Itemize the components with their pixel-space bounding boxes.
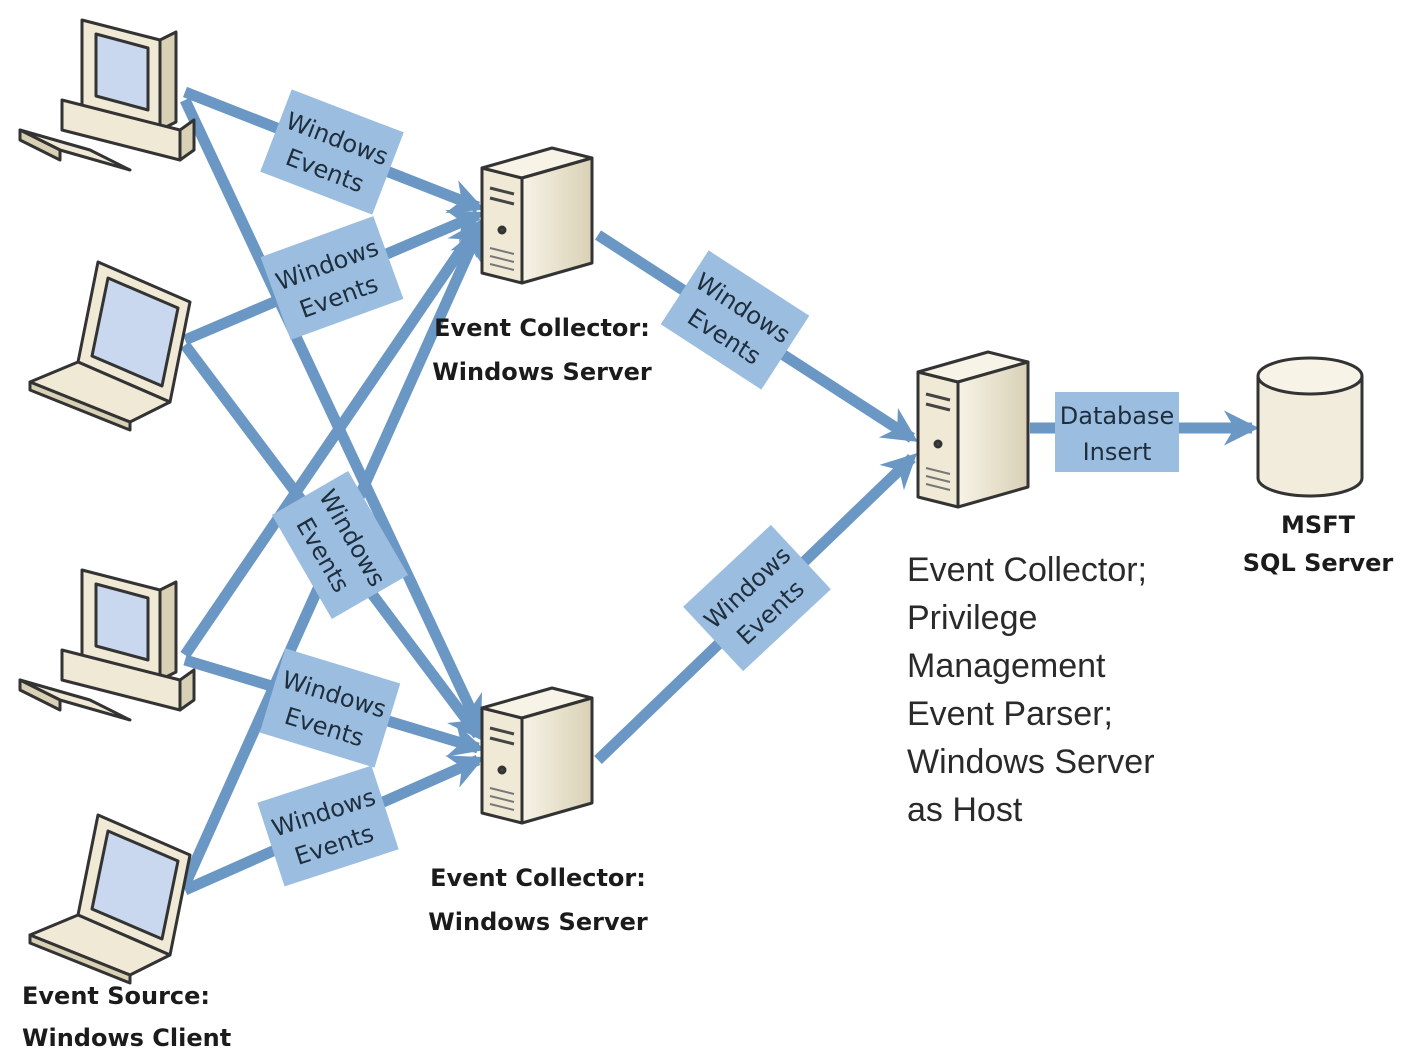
host-label-line3: Management	[907, 647, 1106, 685]
collector-bottom-label-line2: Windows Server	[428, 908, 648, 936]
laptop-icon	[28, 813, 192, 985]
collector-top-label: Event Collector: Windows Server	[432, 306, 652, 394]
edge-label-db-line2: Insert	[1083, 438, 1152, 466]
host-label-line1: Event Collector;	[907, 551, 1147, 589]
host-label-line5: Windows Server	[907, 743, 1155, 781]
collector-bottom-label-line1: Event Collector:	[430, 864, 646, 892]
server-tower-icon	[916, 350, 1030, 509]
server-tower-icon	[480, 686, 594, 825]
host-label-line2: Privilege	[907, 599, 1038, 637]
server-tower-icon	[480, 146, 594, 285]
edge-label-5: WindowsEvents	[257, 765, 399, 887]
edge-label-7: WindowsEvents	[683, 524, 831, 672]
edge-label-db-line1: Database	[1060, 402, 1175, 430]
sql-label-line1: MSFT	[1281, 511, 1355, 539]
host-label-line6: as Host	[907, 791, 1023, 829]
source-label-line2: Windows Client	[22, 1024, 232, 1052]
edge-label-1: WindowsEvents	[260, 89, 404, 215]
sql-label-line2: SQL Server	[1242, 549, 1394, 577]
database-cylinder-icon	[1256, 356, 1364, 498]
source-label-line1: Event Source:	[22, 982, 211, 1010]
desktop-computer-icon	[18, 568, 196, 722]
host-label-line4: Event Parser;	[907, 695, 1113, 733]
connector-desktop1-to-collector2	[180, 97, 483, 732]
laptop-icon	[28, 260, 192, 432]
collector-top-label-line2: Windows Server	[432, 358, 652, 386]
source-label: Event Source: Windows Client	[22, 975, 231, 1059]
edge-label-4: WindowsEvents	[259, 648, 401, 768]
edge-label-2: WindowsEvents	[260, 216, 404, 340]
desktop-computer-icon	[18, 18, 196, 172]
edge-label-6: WindowsEvents	[660, 250, 810, 390]
collector-bottom-label: Event Collector: Windows Server	[428, 856, 648, 944]
connector-desktop2-to-collector1	[180, 219, 483, 659]
collector-top-label-line1: Event Collector:	[434, 314, 650, 342]
